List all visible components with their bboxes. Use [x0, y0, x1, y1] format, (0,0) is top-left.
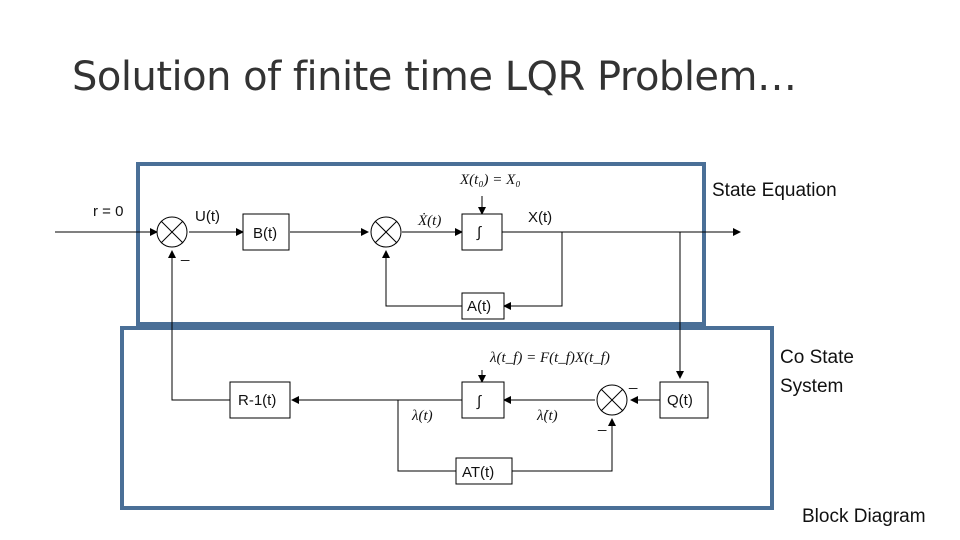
- minus-sign-bottom: _: [597, 415, 607, 432]
- a-block: [461, 292, 505, 320]
- a-block-label: A(t): [467, 298, 491, 315]
- state-wires: [55, 196, 741, 401]
- state-equation-frame: [136, 162, 706, 326]
- costate-frame: [120, 326, 774, 510]
- final-condition-label: λ(t_f) = F(t_f)X(t_f): [489, 350, 610, 366]
- summing-junction-3: [596, 384, 628, 416]
- minus-sign: _: [180, 245, 190, 262]
- integrator-block-costate: [461, 381, 505, 419]
- state-label: X(t): [528, 209, 552, 226]
- costate-label-line2: System: [780, 376, 843, 397]
- reference-label: r = 0: [93, 203, 123, 220]
- b-block-label: B(t): [253, 225, 277, 242]
- integrator-symbol: ∫: [476, 224, 483, 241]
- rinv-block-label: R-1(t): [238, 392, 276, 409]
- summing-junction-1: [156, 216, 188, 248]
- q-block-label: Q(t): [667, 392, 693, 409]
- state-derivative-label: Ẋ(t): [417, 213, 441, 229]
- costate-label: λ(t): [411, 408, 433, 424]
- costate-derivative-label: λ̇(t): [536, 408, 558, 424]
- at-block-label: AT(t): [462, 464, 494, 481]
- costate-wires: [291, 370, 660, 472]
- integrator-block-state: [461, 213, 503, 251]
- initial-condition-label: X(t₀) = X₀: [459, 172, 521, 188]
- summing-junction-2: [370, 216, 402, 248]
- at-block: [455, 457, 513, 485]
- page-title: Solution of finite time LQR Problem…: [72, 54, 797, 100]
- state-equation-label: State Equation: [712, 180, 837, 201]
- rinv-block: [229, 381, 291, 419]
- block-diagram-caption: Block Diagram: [802, 506, 926, 527]
- costate-integrator-symbol: ∫: [476, 393, 483, 410]
- costate-label-line1: Co State: [780, 347, 854, 368]
- minus-sign-top: _: [628, 373, 638, 390]
- control-input-label: U(t): [195, 208, 220, 225]
- b-block: [242, 213, 290, 251]
- q-block: [659, 381, 709, 419]
